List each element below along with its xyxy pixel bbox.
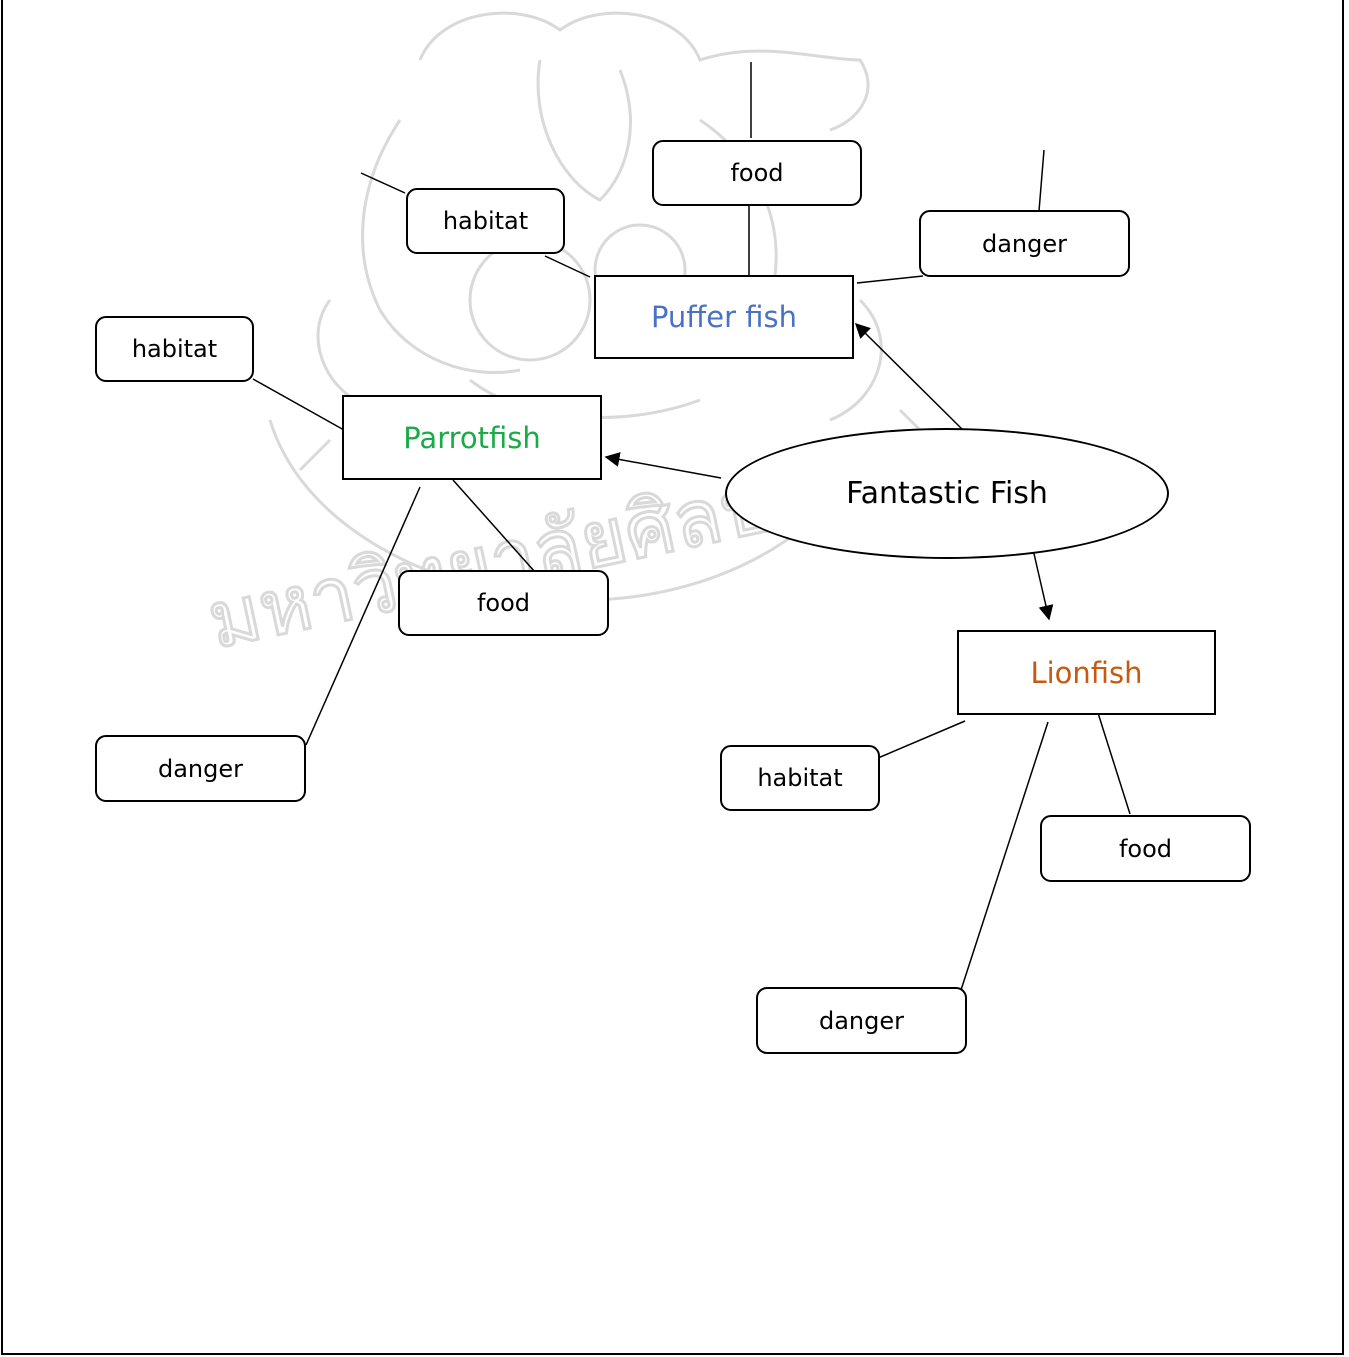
fish-label-lion: Lionfish	[1030, 655, 1143, 690]
connector-danger-stub	[1038, 149, 1045, 212]
fish-label-parrot: Parrotfish	[403, 420, 541, 455]
connector-lion-food	[1097, 712, 1131, 815]
arrow-to-puffer	[854, 322, 966, 433]
lion-habitat-node: habitat	[720, 745, 880, 811]
lion-danger-node: danger	[756, 987, 967, 1054]
connector-lion-danger	[960, 721, 1049, 991]
fish-node-lion: Lionfish	[957, 630, 1216, 715]
arrow-to-parrot	[604, 452, 722, 479]
parrot-danger-node: danger	[95, 735, 306, 802]
connector-puffer-habitat	[544, 255, 591, 278]
parrot-danger-label: danger	[157, 754, 244, 783]
puffer-habitat-node: habitat	[406, 188, 565, 254]
connector-parrot-food	[452, 479, 536, 573]
lion-food-node: food	[1040, 815, 1251, 882]
lion-food-label: food	[1118, 834, 1173, 863]
puffer-habitat-label: habitat	[442, 207, 529, 235]
parrot-food-node: food	[398, 570, 609, 636]
connector-puffer-danger	[856, 275, 924, 284]
arrow-to-lion	[1031, 544, 1054, 621]
puffer-danger-label: danger	[981, 229, 1068, 258]
parrot-food-label: food	[476, 589, 531, 617]
fish-label-puffer: Puffer fish	[650, 300, 798, 334]
connector-parrot-habitat	[252, 378, 345, 431]
puffer-food-node: food	[652, 140, 862, 206]
lion-habitat-label: habitat	[757, 764, 843, 792]
parrot-habitat-node: habitat	[95, 316, 254, 382]
root-node: Fantastic Fish	[725, 428, 1169, 559]
fish-node-parrot: Parrotfish	[342, 395, 602, 480]
parrot-habitat-label: habitat	[131, 335, 218, 363]
connector-parrot-danger	[305, 486, 421, 746]
lion-danger-label: danger	[818, 1006, 905, 1035]
root-label: Fantastic Fish	[846, 476, 1048, 511]
connector-habitat-stub	[360, 172, 406, 194]
puffer-danger-node: danger	[919, 210, 1130, 277]
connector-lion-habitat	[877, 720, 966, 759]
fish-node-puffer: Puffer fish	[594, 275, 854, 359]
puffer-food-label: food	[730, 159, 784, 187]
